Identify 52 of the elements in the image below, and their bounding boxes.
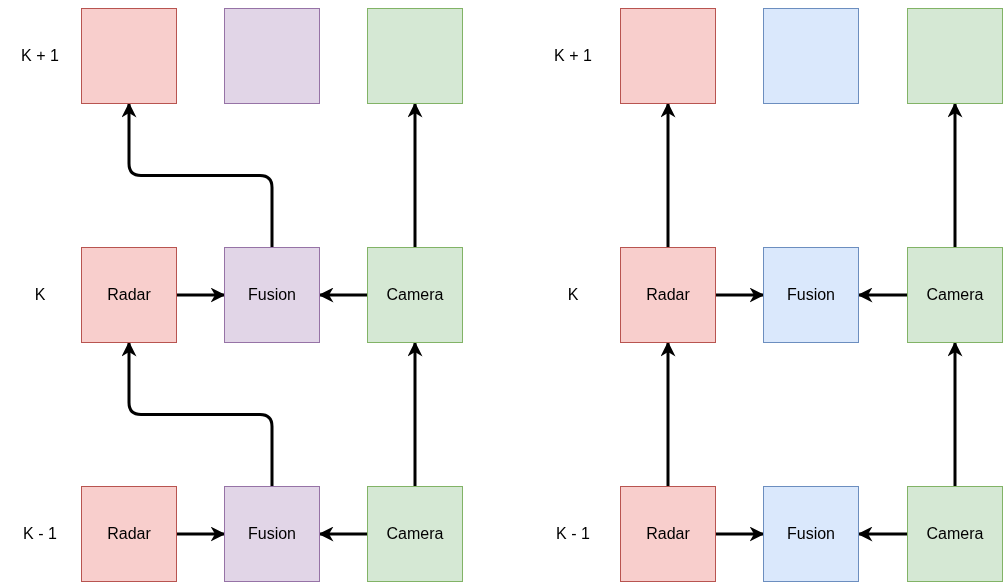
arrow xyxy=(177,526,226,542)
box-label: Fusion xyxy=(787,286,835,304)
arrow xyxy=(407,102,423,247)
arrow xyxy=(857,526,907,542)
process-box xyxy=(763,486,859,582)
process-box xyxy=(224,486,320,582)
arrow xyxy=(660,341,676,486)
box-label: Camera xyxy=(926,525,984,543)
row-label: K + 1 xyxy=(554,47,592,65)
process-box xyxy=(367,247,463,343)
empty-box xyxy=(763,8,859,104)
empty-box xyxy=(620,8,716,104)
box-label: Fusion xyxy=(787,525,835,543)
process-box xyxy=(907,486,1003,582)
empty-box xyxy=(367,8,463,104)
arrow xyxy=(177,287,226,303)
arrow xyxy=(947,341,963,486)
arrow xyxy=(318,526,367,542)
row-label: K - 1 xyxy=(556,525,590,543)
box-label: Radar xyxy=(646,525,690,543)
process-box xyxy=(81,486,177,582)
box-label: Camera xyxy=(386,286,444,304)
process-box xyxy=(224,247,320,343)
arrow xyxy=(660,102,676,247)
box-label: Radar xyxy=(107,525,151,543)
empty-box xyxy=(907,8,1003,104)
process-box xyxy=(763,247,859,343)
process-box xyxy=(367,486,463,582)
arrow xyxy=(318,287,367,303)
box-label: Camera xyxy=(386,525,444,543)
row-label: K xyxy=(567,286,579,304)
row-label: K - 1 xyxy=(23,525,57,543)
arrow xyxy=(716,526,765,542)
empty-box xyxy=(81,8,177,104)
row-label: K xyxy=(34,286,46,304)
row-label: K + 1 xyxy=(21,47,59,65)
arrow xyxy=(716,287,765,303)
arrow xyxy=(121,341,274,486)
box-label: Fusion xyxy=(248,286,296,304)
arrow xyxy=(857,287,907,303)
process-box xyxy=(81,247,177,343)
process-box xyxy=(907,247,1003,343)
process-box xyxy=(620,247,716,343)
box-label: Radar xyxy=(646,286,690,304)
arrow xyxy=(121,102,274,247)
box-label: Radar xyxy=(107,286,151,304)
arrow xyxy=(407,341,423,486)
box-label: Camera xyxy=(926,286,984,304)
process-box xyxy=(620,486,716,582)
arrow xyxy=(947,102,963,247)
box-label: Fusion xyxy=(248,525,296,543)
empty-box xyxy=(224,8,320,104)
